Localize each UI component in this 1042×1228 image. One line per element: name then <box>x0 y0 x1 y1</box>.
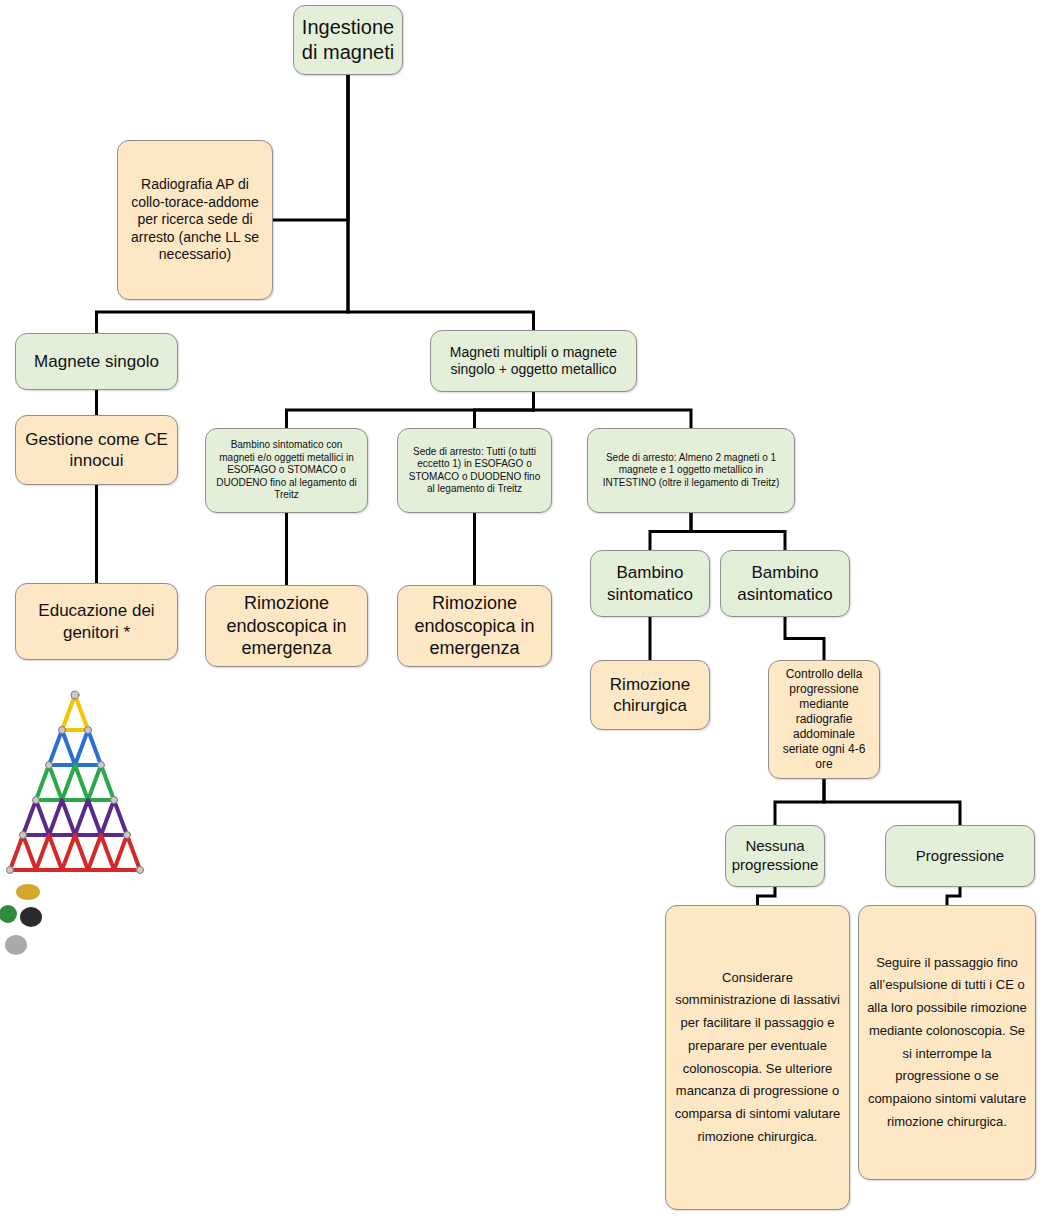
rod-band <box>36 765 114 800</box>
connector <box>273 75 348 220</box>
ball <box>85 727 92 734</box>
connector <box>285 513 288 585</box>
ball <box>124 832 131 839</box>
node-text: Considerare somministrazione di lassativ… <box>673 967 842 1149</box>
connector <box>348 75 534 330</box>
ball <box>71 691 79 699</box>
ball <box>59 727 66 734</box>
decision-box: Ingestione di magneti <box>293 5 403 75</box>
ball <box>7 867 14 874</box>
connector <box>775 779 824 825</box>
decision-box: Progressione <box>885 825 1035 887</box>
node-text: Sede di arresto: Almeno 2 magneti o 1 ma… <box>595 452 787 490</box>
connector <box>95 390 98 415</box>
connector <box>947 887 960 905</box>
rod-band <box>23 800 127 835</box>
node-text: Progressione <box>916 847 1004 866</box>
node-text: Bambino asintomatico <box>728 562 842 605</box>
decision-box: Sede di arresto: Tutti (o tutti eccetto … <box>397 428 552 513</box>
action-box: Radiografia AP di collo-torace-addome pe… <box>117 140 273 300</box>
rod-band <box>10 835 140 870</box>
connector <box>824 779 960 825</box>
pebble <box>16 884 40 900</box>
pebble <box>20 907 42 927</box>
connector <box>473 513 476 585</box>
decision-box: Magnete singolo <box>15 333 178 390</box>
action-box: Considerare somministrazione di lassativ… <box>665 905 850 1210</box>
node-text: Rimozione endoscopica in emergenza <box>405 592 544 660</box>
node-text: Nessuna progressione <box>732 837 819 875</box>
node-text: Educazione dei genitori * <box>23 600 170 643</box>
action-box: Gestione come CE innocui <box>15 415 178 485</box>
connector <box>97 75 349 333</box>
decision-box: Bambino sintomatico con magneti e/o ogge… <box>205 428 368 513</box>
connector <box>287 392 534 428</box>
node-text: Rimozione endoscopica in emergenza <box>213 592 360 660</box>
ball <box>20 832 27 839</box>
node-text: Magneti multipli o magnete singolo + ogg… <box>438 344 629 379</box>
ball <box>137 867 144 874</box>
node-text: Radiografia AP di collo-torace-addome pe… <box>125 176 265 264</box>
connector <box>95 485 98 583</box>
action-box: Rimozione endoscopica in emergenza <box>397 585 552 667</box>
magnetic-pebbles <box>0 884 42 955</box>
action-box: Controllo della progressione mediante ra… <box>768 660 880 779</box>
node-text: Ingestione di magneti <box>301 15 395 65</box>
ball <box>46 762 53 769</box>
connector <box>758 887 776 905</box>
decision-box: Magneti multipli o magnete singolo + ogg… <box>430 330 637 392</box>
magnetic-pyramid <box>7 691 144 874</box>
node-text: Gestione come CE innocui <box>23 429 170 472</box>
node-text: Rimozione chirurgica <box>598 674 702 717</box>
node-text: Seguire il passaggio fino all’espulsione… <box>866 952 1028 1134</box>
connector <box>650 513 691 550</box>
decision-box: Sede di arresto: Almeno 2 magneti o 1 ma… <box>587 428 795 513</box>
node-text: Magnete singolo <box>34 351 159 372</box>
rod-band <box>62 695 88 730</box>
connector <box>649 617 652 660</box>
decision-box: Bambino sintomatico <box>590 550 710 617</box>
action-box: Rimozione chirurgica <box>590 660 710 730</box>
connector <box>534 392 692 428</box>
decision-box: Bambino asintomatico <box>720 550 850 617</box>
node-text: Controllo della progressione mediante ra… <box>776 667 872 772</box>
node-text: Bambino sintomatico con magneti e/o ogge… <box>213 439 360 502</box>
connector <box>785 617 824 660</box>
connector <box>475 392 534 428</box>
ball <box>33 797 40 804</box>
decision-box: Nessuna progressione <box>725 825 825 887</box>
node-text: Sede di arresto: Tutti (o tutti eccetto … <box>405 446 544 496</box>
node-text: Bambino sintomatico <box>598 562 702 605</box>
rod-band <box>49 730 101 765</box>
pebble <box>0 905 17 923</box>
action-box: Seguire il passaggio fino all’espulsione… <box>858 905 1036 1180</box>
action-box: Educazione dei genitori * <box>15 583 178 660</box>
action-box: Rimozione endoscopica in emergenza <box>205 585 368 667</box>
ball <box>98 762 105 769</box>
ball <box>111 797 118 804</box>
connector <box>691 513 785 550</box>
pebble <box>5 935 27 955</box>
